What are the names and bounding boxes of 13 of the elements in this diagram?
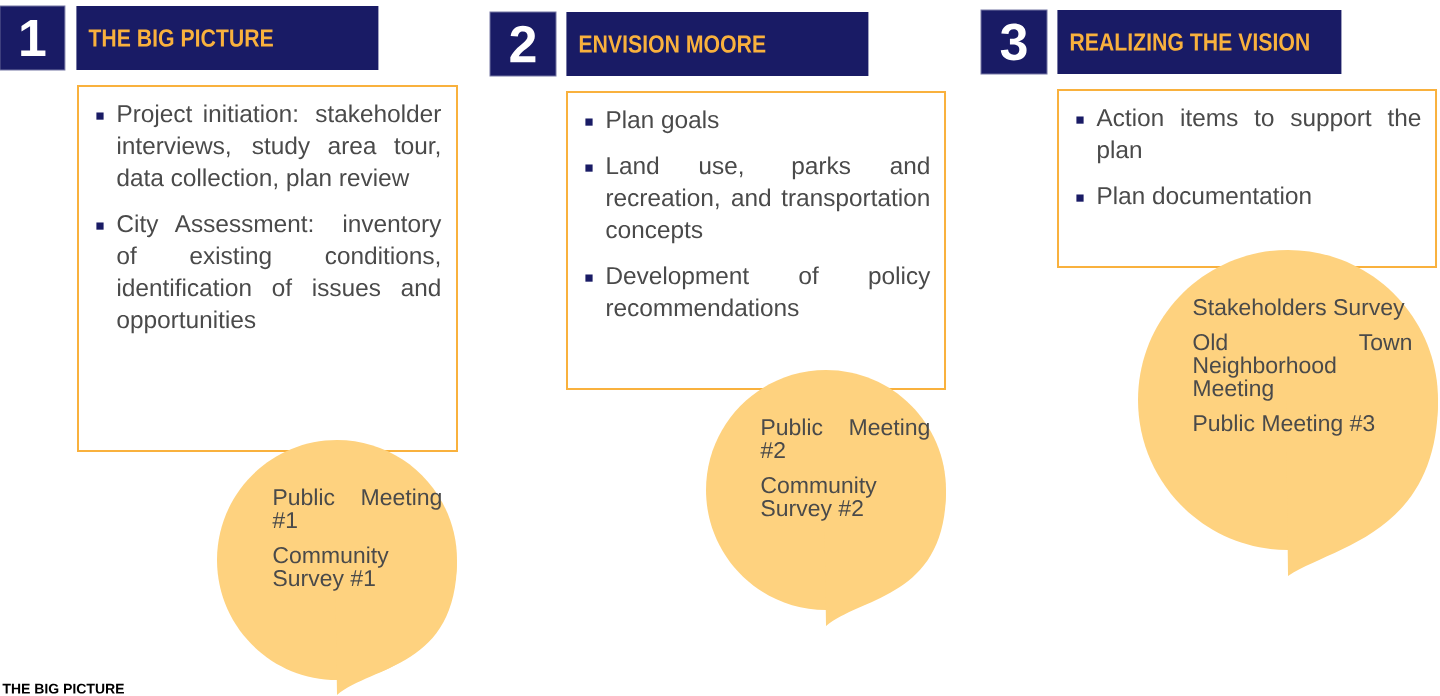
number-box: 2 bbox=[489, 11, 557, 77]
title-banner: REALIZING THE VISION bbox=[1057, 10, 1342, 74]
number-box: 3 bbox=[980, 9, 1048, 75]
footer-heading: THE BIG PICTURE bbox=[2, 683, 124, 694]
title-banner: ENVISION MOORE bbox=[566, 12, 869, 76]
number-box: 1 bbox=[0, 5, 66, 71]
speech-bubble: Stakeholders Survey Old Town Neighborhood Meeting Public Meeting #3 bbox=[1138, 250, 1438, 576]
text-box: Action items to support the plan Plan documentation bbox=[1057, 89, 1437, 268]
title-banner: THE BIG PICTURE bbox=[76, 6, 379, 70]
speech-bubble: Public Meeting #2 Community Survey #2 bbox=[706, 370, 946, 626]
speech-bubble: Public Meeting #1 Community Survey #1 bbox=[217, 440, 457, 695]
text-box: Project initiation: stakeholder interviews, study area tour, data collection, plan review City Assessment: inventory of existing conditions, identification of issues and opportunities bbox=[77, 85, 458, 452]
text-box: Plan goals Land use, parks and recreation, and transportation concepts Development of policy recommendations bbox=[566, 91, 946, 390]
